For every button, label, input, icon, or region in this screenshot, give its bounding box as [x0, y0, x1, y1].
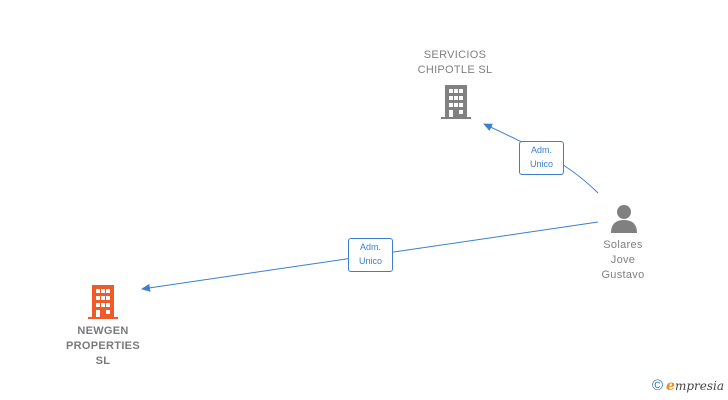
copyright-footer: © e mpresia [652, 377, 724, 394]
copyright-icon: © [651, 377, 664, 394]
person-icon[interactable] [609, 203, 639, 233]
edge-label-servicios[interactable]: Adm. Unico [519, 141, 564, 175]
node-servicios-label[interactable]: SERVICIOS CHIPOTLE SL [417, 49, 493, 76]
building-icon-focus[interactable] [88, 285, 118, 319]
edge-label-newgen[interactable]: Adm. Unico [348, 238, 393, 272]
node-person-label[interactable]: Solares Jove Gustavo [601, 239, 645, 281]
building-icon[interactable] [441, 85, 471, 119]
empresia-logo-initial: e [666, 377, 675, 394]
node-newgen-label[interactable]: NEWGEN PROPERTIES SL [66, 325, 140, 367]
empresia-logo-text: mpresia [674, 378, 724, 393]
